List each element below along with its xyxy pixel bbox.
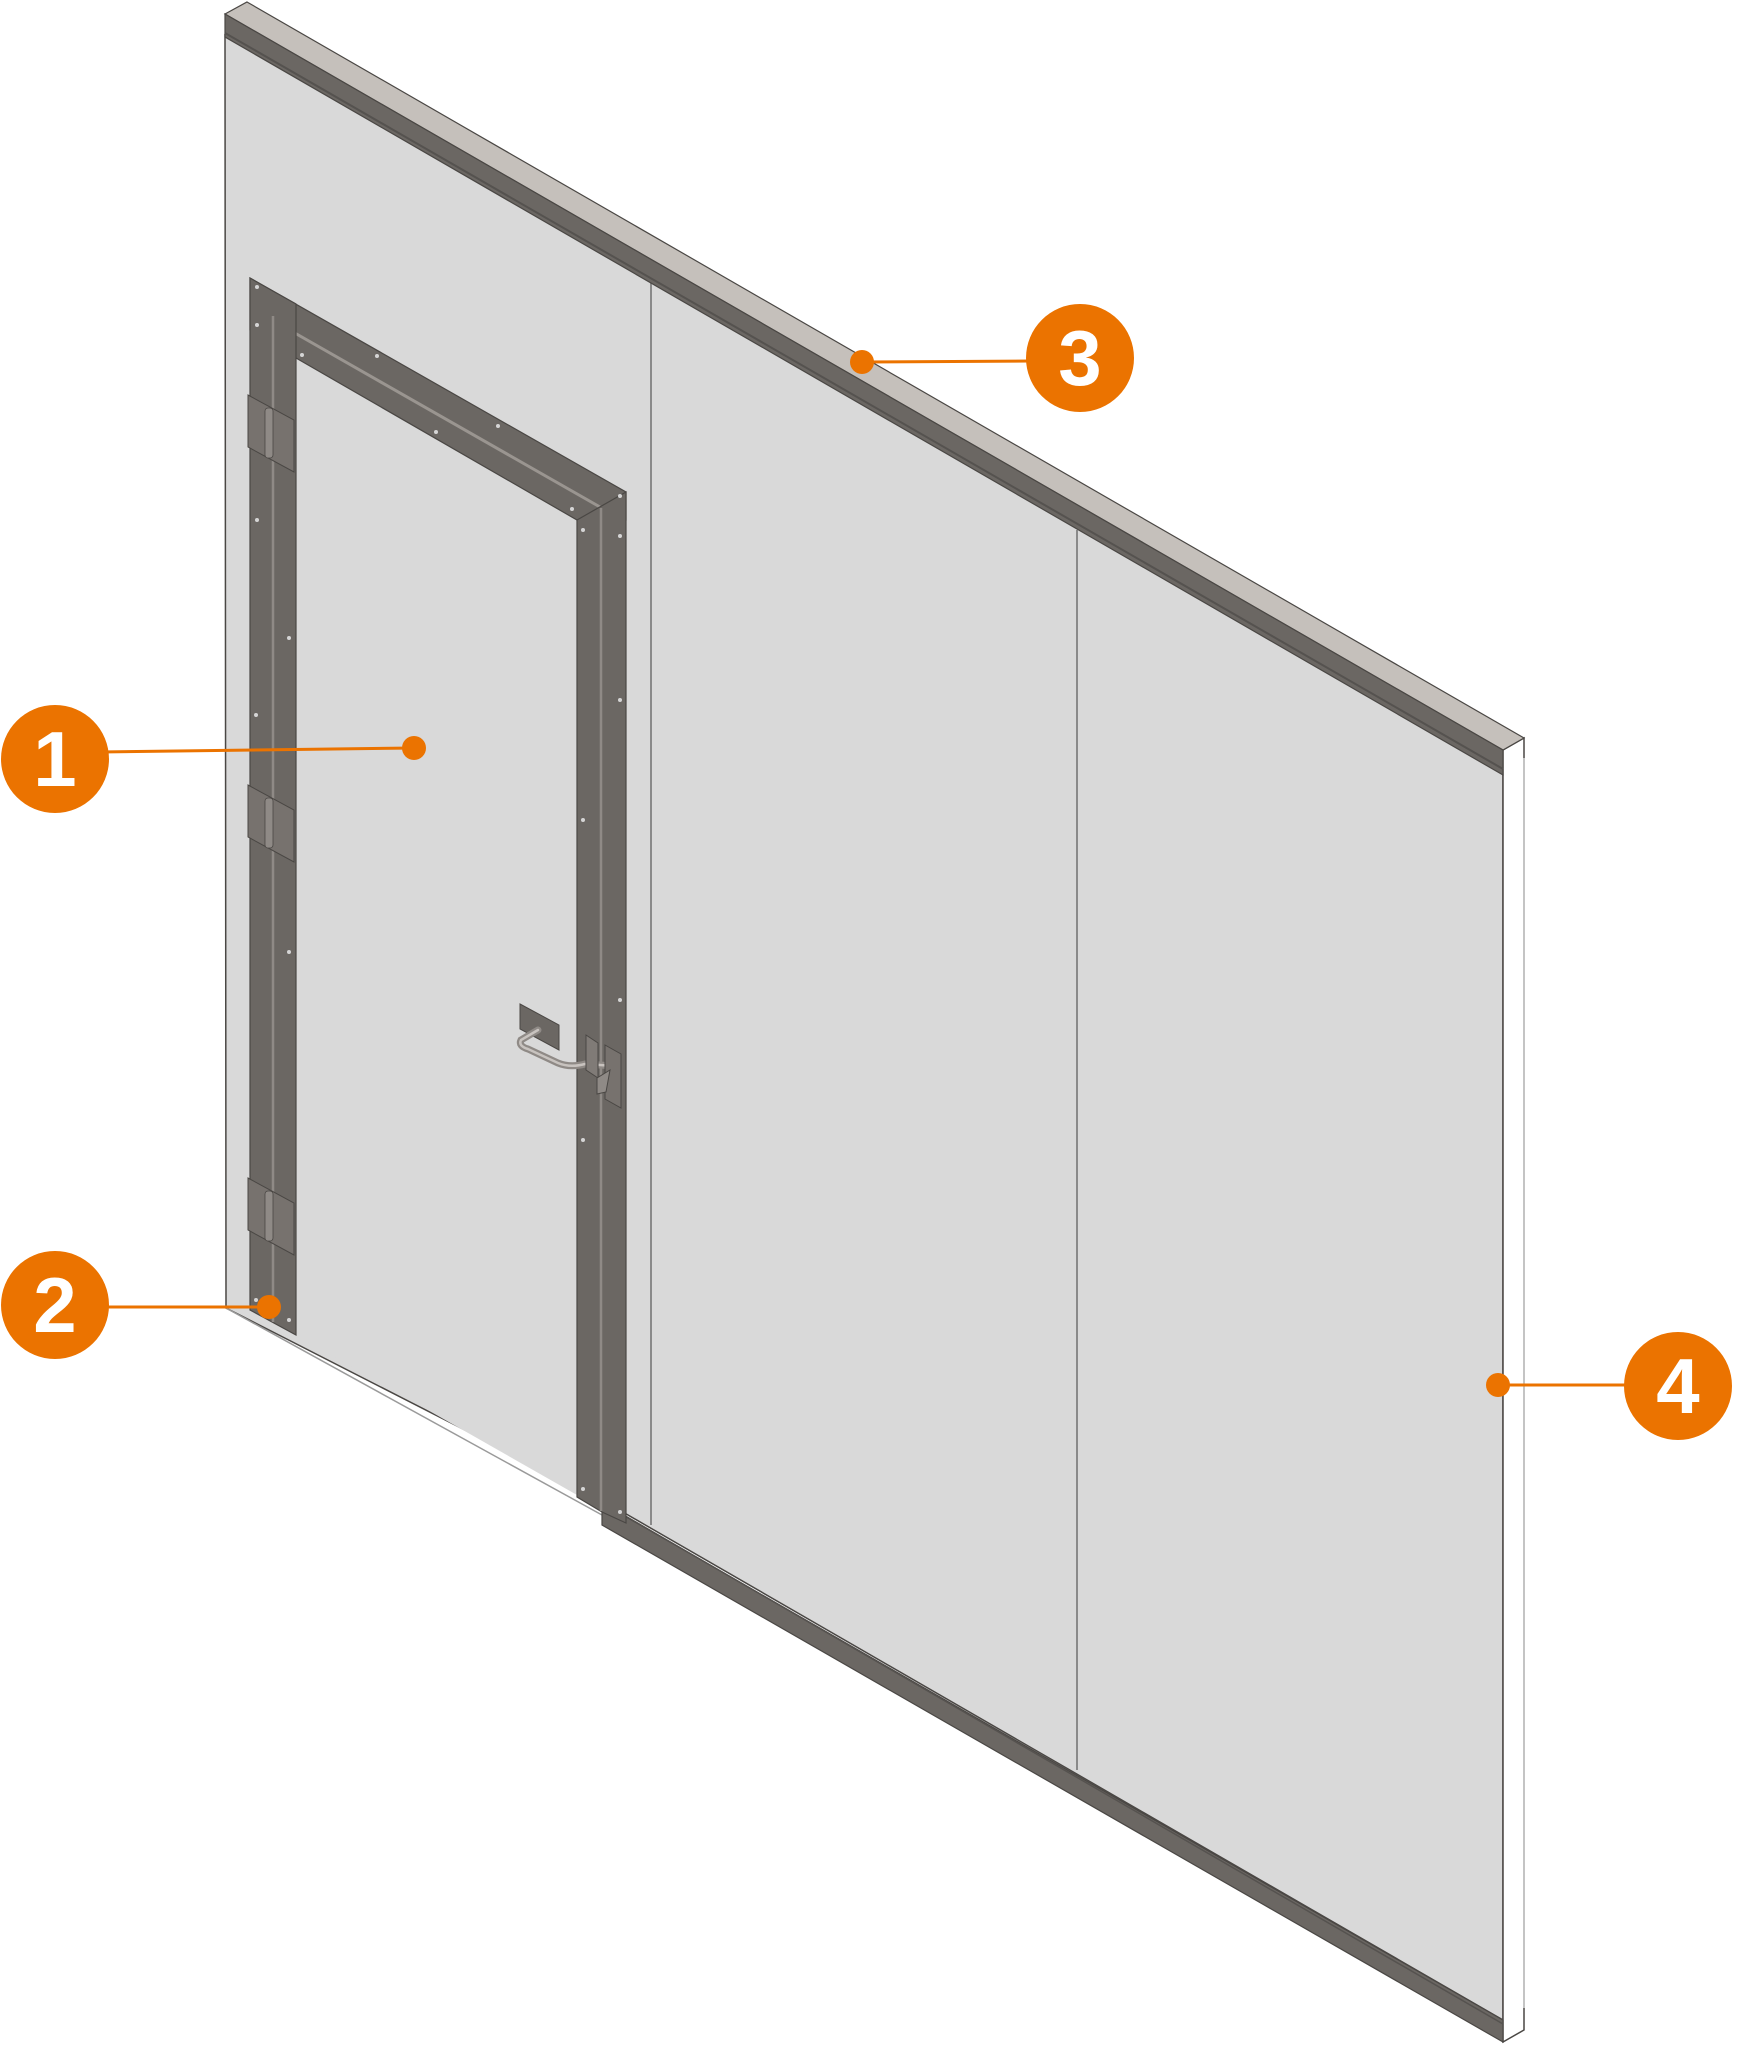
- top-rail: [223, 1, 1526, 777]
- door-handle: [516, 1003, 622, 1109]
- hinges: [247, 394, 295, 1256]
- leader-line-3: [861, 359, 1031, 364]
- leader-line-1: [99, 746, 415, 754]
- callout-marker-1: 1: [1, 705, 109, 813]
- leader-dot-2: [257, 1295, 281, 1319]
- leader-dot-4: [1486, 1373, 1510, 1397]
- leader-dot-3: [850, 350, 874, 374]
- callout-marker-4: 4: [1624, 1332, 1732, 1440]
- callout-marker-3: 3: [1026, 304, 1134, 412]
- leader-dot-1: [402, 736, 426, 760]
- door-leaf: [296, 358, 577, 1495]
- hinge-icon: [247, 784, 295, 863]
- callout-leaders: [99, 350, 1630, 1397]
- callout-marker-2: 2: [1, 1251, 109, 1359]
- door-frame: [249, 276, 627, 1524]
- bottom-rail: [601, 1501, 1504, 2044]
- hinge-icon: [247, 1177, 295, 1256]
- hinge-icon: [247, 394, 295, 473]
